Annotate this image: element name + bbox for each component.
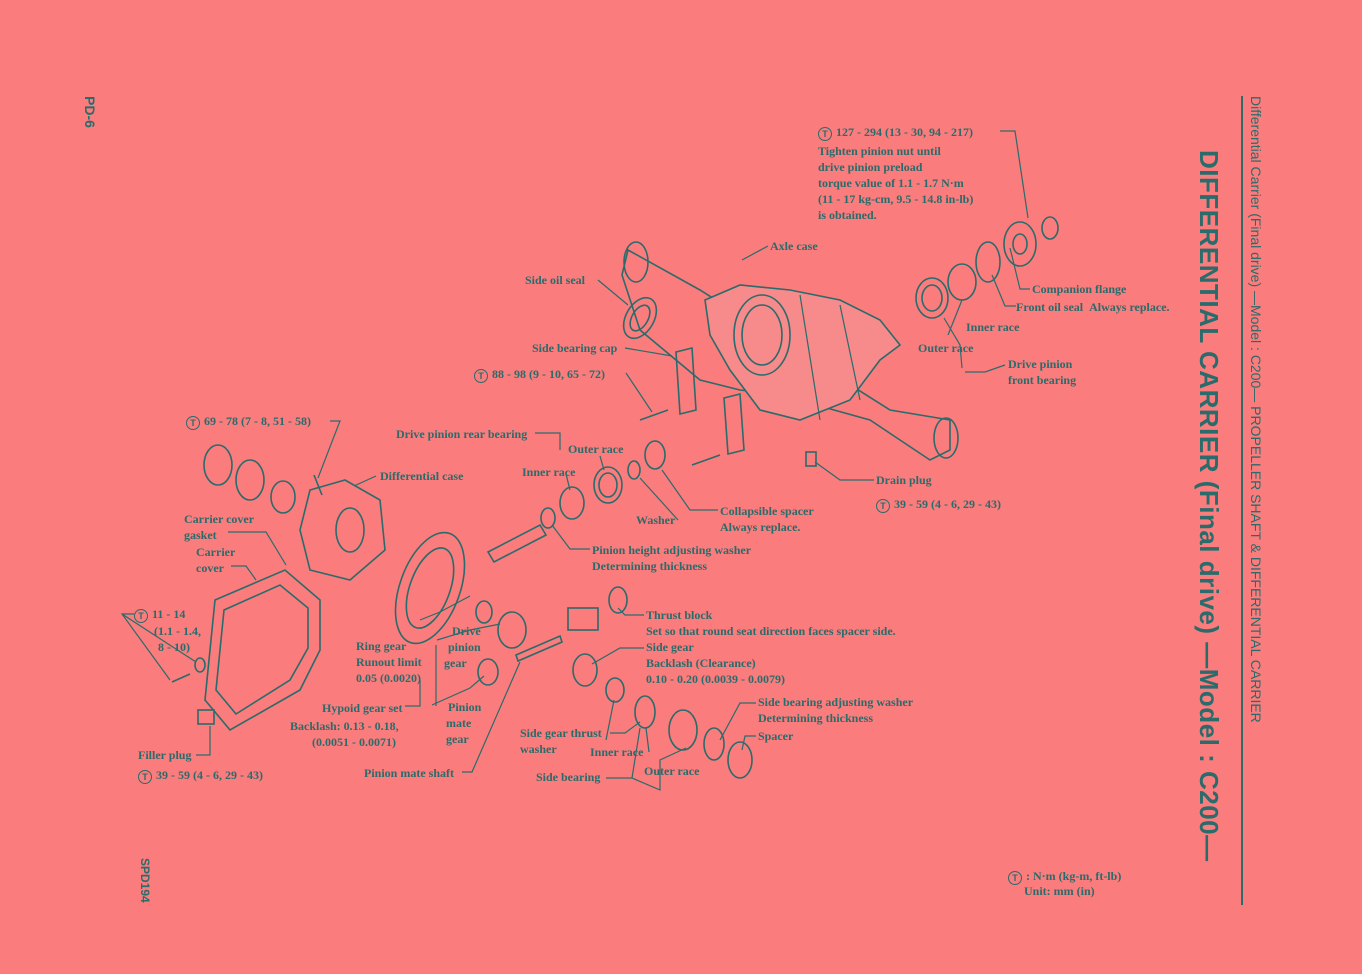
differential-case-label: Differential case [380, 469, 464, 483]
hypoid-backlash-label: Backlash: 0.13 - 0.18, (0.0051 - 0.0071) [290, 719, 399, 749]
side-bearing-washer-label: Side bearing adjusting washer Determinin… [758, 695, 914, 725]
pinion-mate-shaft-label: Pinion mate shaft [364, 766, 454, 780]
torque-icon: T [876, 499, 890, 513]
rear-outer-race-label: Outer race [568, 442, 624, 456]
drive-pinion-rear-bearing-label: Drive pinion rear bearing [396, 427, 528, 441]
side-bearing-cap-label: Side bearing cap [532, 341, 618, 355]
front-pinion-parts-drawing [915, 216, 1059, 319]
ring-gear-label: Ring gear Runout limit 0.05 (0.0020) [356, 639, 422, 685]
front-oil-seal-label: Front oil seal Always replace. [1016, 300, 1170, 314]
side-bearing-label: Side bearing [536, 770, 601, 784]
axle-case-drawing [621, 241, 959, 461]
front-inner-race-label: Inner race [966, 320, 1020, 334]
washer-label: Washer [636, 513, 676, 527]
spacer-label: Spacer [758, 729, 794, 743]
torque-icon: T [474, 369, 488, 383]
axle-case-label: Axle case [770, 239, 818, 253]
side-inner-race-label: Inner race [590, 745, 644, 759]
companion-flange-label: Companion flange [1032, 282, 1127, 296]
unit-legend: Unit: mm (in) [1024, 884, 1095, 898]
torque-icon: T [186, 416, 200, 430]
side-gear-thrust-washer-label: Side gear thrust washer [520, 726, 602, 756]
pinion-nut-note: Tighten pinion nut until drive pinion pr… [818, 144, 974, 222]
pinion-mate-gear-label: Pinion mate gear [446, 700, 482, 746]
drive-pinion-gear-label: Drive pinion gear [444, 624, 481, 670]
rear-inner-race-label: Inner race [522, 465, 576, 479]
drain-plug-label: Drain plug [876, 473, 932, 487]
hypoid-gear-set-label: Hypoid gear set [322, 701, 403, 715]
filler-plug-label: Filler plug [138, 748, 192, 762]
torque-icon: T [134, 609, 148, 623]
torque-legend: T: N·m (kg-m, ft-lb) [1008, 868, 1121, 885]
leader-lines [120, 130, 1030, 791]
torque-icon: T [818, 127, 832, 141]
side-oil-seal-label: Side oil seal [525, 273, 586, 287]
torque-icon: T [138, 770, 152, 784]
torque-icon: T [1008, 871, 1022, 885]
front-outer-race-label: Outer race [918, 341, 974, 355]
side-gear-label: Side gear Backlash (Clearance) 0.10 - 0.… [646, 640, 785, 686]
side-outer-race-label: Outer race [644, 764, 700, 778]
